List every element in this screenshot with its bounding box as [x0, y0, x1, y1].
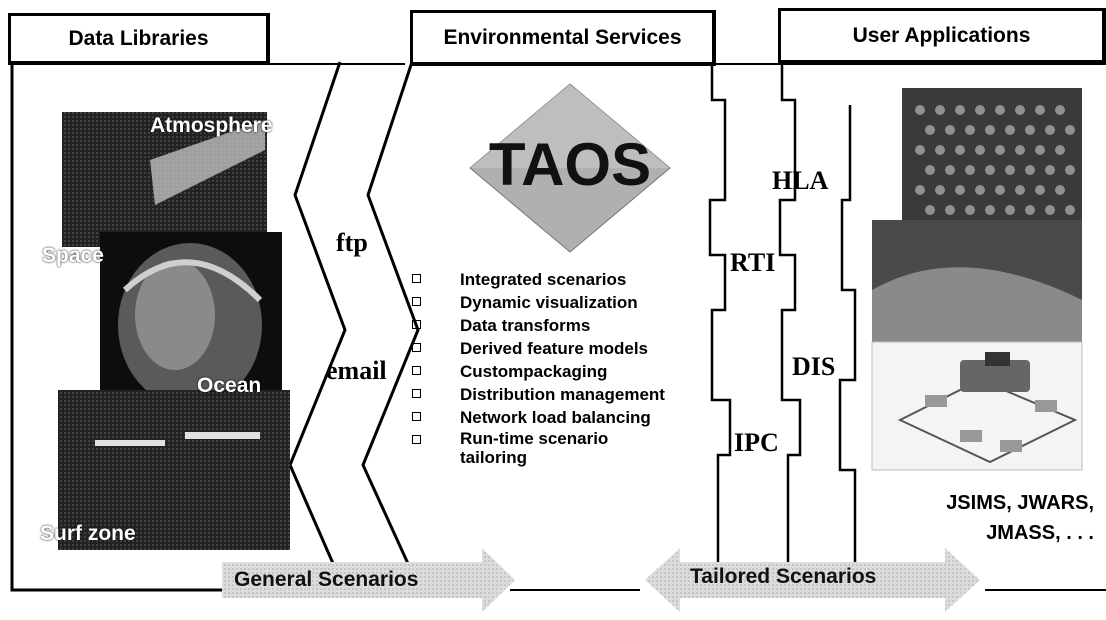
email-label: email: [326, 356, 387, 385]
environmental-services-header-label: Environmental Services: [443, 25, 682, 49]
checkbox-icon: [412, 320, 421, 329]
service-item: Custompackaging: [412, 360, 665, 383]
left-boundary: [288, 61, 347, 569]
hla-label: HLA: [772, 166, 829, 195]
space-label: Space: [42, 244, 104, 267]
dis-label: DIS: [792, 352, 836, 381]
checkbox-icon: [412, 389, 421, 398]
rti-label: RTI: [730, 248, 776, 277]
surf-zone-image: [58, 390, 290, 550]
apps-caption-line1: JSIMS, JWARS,: [946, 492, 1094, 514]
service-item: Derived feature models: [412, 337, 665, 360]
checkbox-icon: [412, 412, 421, 421]
tailored-scenarios-arrow: [645, 548, 980, 612]
step-boundary-1: [708, 62, 770, 567]
data-libraries-header-label: Data Libraries: [68, 26, 209, 50]
step-boundary-3: [838, 105, 857, 565]
service-item: Integrated scenarios: [412, 268, 665, 291]
checkbox-icon: [412, 435, 421, 444]
general-scenarios-label: General Scenarios: [234, 568, 419, 591]
middle-boundary: [361, 61, 420, 569]
service-item: Network load balancing: [412, 406, 665, 429]
atmosphere-label: Atmosphere: [150, 114, 273, 137]
service-item: Run-time scenario tailoring: [412, 429, 660, 467]
checkbox-icon: [412, 274, 421, 283]
ocean-label: Ocean: [197, 374, 262, 397]
surf-zone-label: Surf zone: [40, 522, 136, 545]
service-item: Distribution management: [412, 383, 665, 406]
services-list: Integrated scenarios Dynamic visualizati…: [412, 268, 665, 467]
data-libraries-header: Data Libraries: [8, 13, 270, 65]
service-item: Dynamic visualization: [412, 291, 665, 314]
general-scenarios-arrow: [222, 548, 515, 612]
user-applications-header-label: User Applications: [852, 23, 1031, 47]
vehicle-platform: [897, 378, 1078, 464]
service-item: Data transforms: [412, 314, 665, 337]
apps-caption-line2: JMASS, . . .: [986, 522, 1094, 544]
hex-grid-image: [902, 88, 1082, 240]
tailored-scenarios-label: Tailored Scenarios: [690, 565, 877, 588]
user-applications-header: User Applications: [778, 8, 1106, 64]
ftp-label: ftp: [336, 228, 368, 257]
environmental-services-header: Environmental Services: [410, 10, 716, 66]
hex-grid-pattern: [915, 105, 1075, 215]
step-boundary-2: [778, 62, 802, 565]
apps-caption: JSIMS, JWARS, JMASS, . . .: [880, 488, 1094, 548]
taos-logo-text: TAOS: [488, 131, 652, 198]
left-frame: [10, 62, 222, 592]
ipc-label: IPC: [734, 428, 779, 457]
checkbox-icon: [412, 297, 421, 306]
checkbox-icon: [412, 366, 421, 375]
checkbox-icon: [412, 343, 421, 352]
